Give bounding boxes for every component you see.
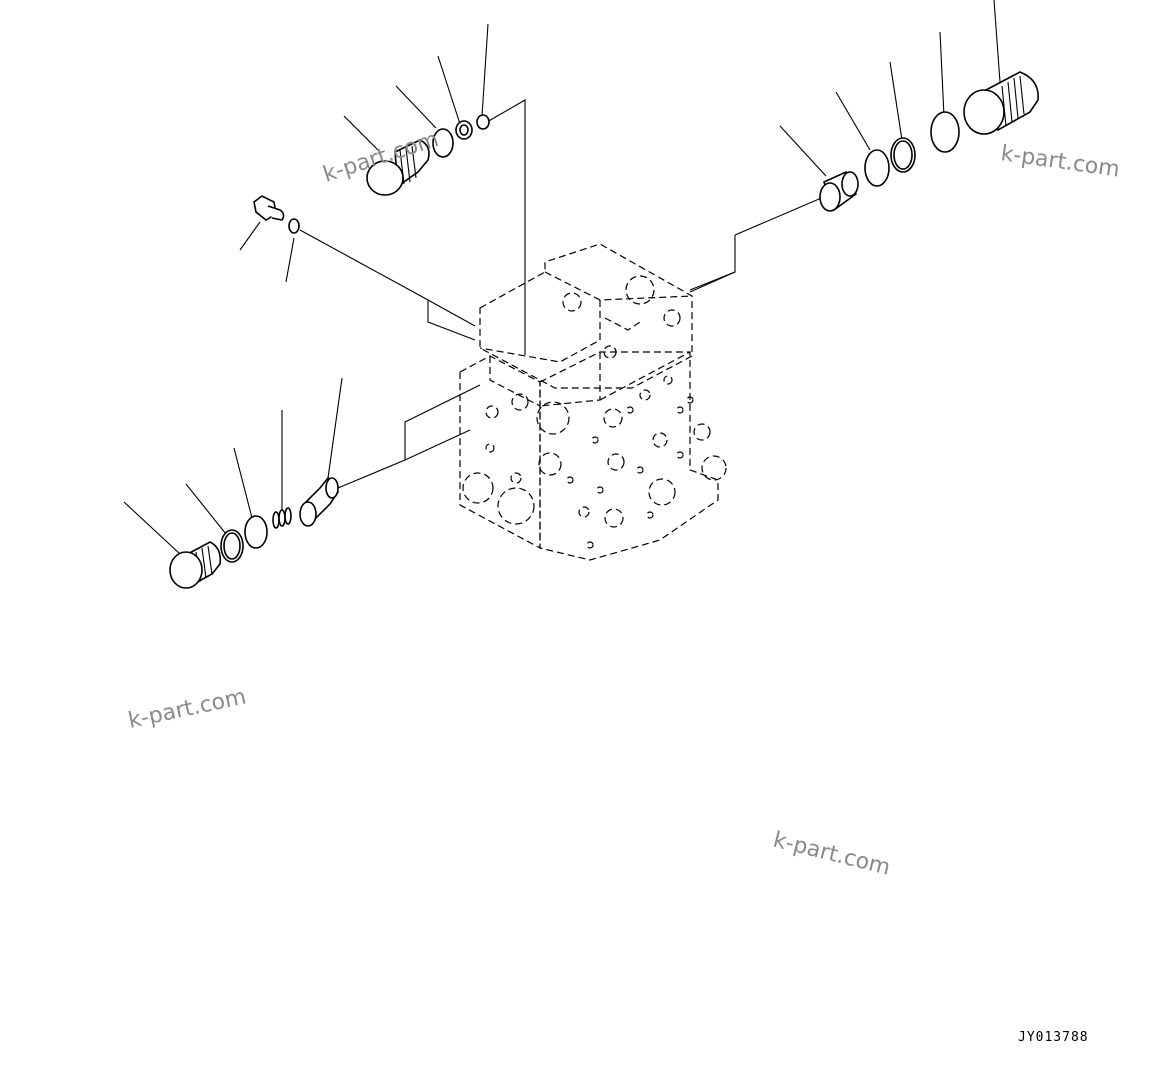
spool: [819, 170, 859, 212]
watermark-2: k-part.com: [999, 141, 1121, 182]
backup-ring: [890, 137, 916, 173]
o-ring-tiny: [288, 218, 300, 234]
bolt: [253, 195, 285, 221]
poppet: [299, 477, 339, 527]
watermark-3: k-part.com: [126, 685, 248, 734]
upper-right-plug-group: [819, 71, 1039, 212]
o-ring: [432, 128, 454, 158]
upper-left-bolt-group: [253, 195, 300, 234]
spring: [272, 507, 292, 529]
upper-plug-group: [366, 114, 490, 196]
watermark-4: k-part.com: [771, 828, 893, 881]
o-ring-lower: [244, 515, 268, 549]
washer: [455, 120, 473, 140]
leader-lines: [123, 0, 1001, 555]
drawing-code: JY013788: [1018, 1030, 1089, 1045]
plug-upper: [366, 139, 430, 196]
backup-ring-lower: [220, 529, 244, 563]
o-ring-right: [864, 149, 890, 187]
o-ring-large: [930, 111, 960, 153]
valve-body: [459, 243, 727, 561]
plug-lower: [169, 541, 222, 589]
o-ring-small: [476, 114, 490, 130]
lower-left-plug-group: [169, 477, 339, 589]
assembly-lines: [299, 99, 841, 489]
plug-right: [963, 71, 1039, 135]
